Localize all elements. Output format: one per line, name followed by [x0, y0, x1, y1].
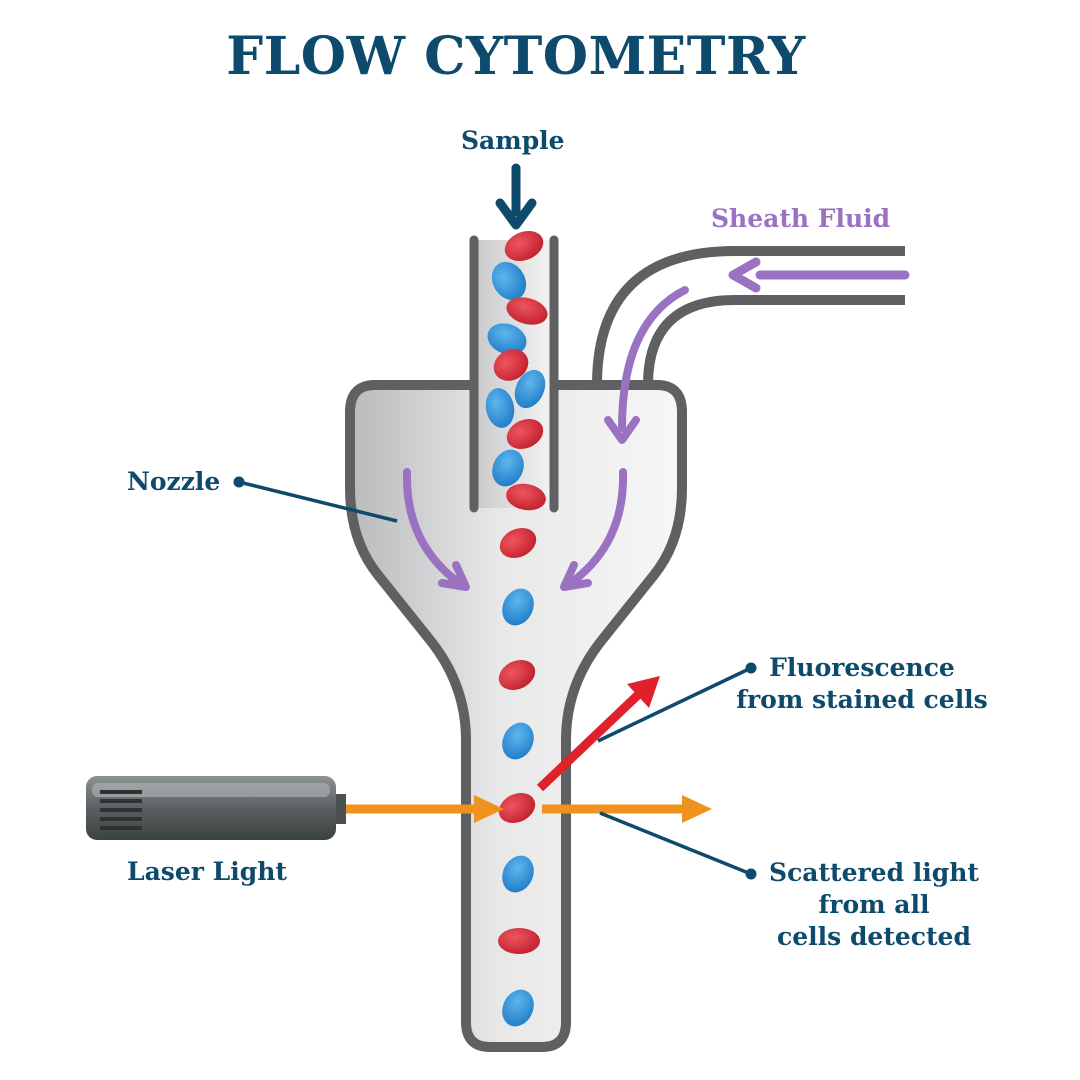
cell-icon	[498, 792, 536, 824]
cell-icon	[506, 297, 548, 325]
laser-device-icon	[86, 776, 346, 840]
scattered-label-line: from all	[818, 890, 930, 919]
cell-icon	[502, 855, 534, 893]
leader-lines	[238, 480, 752, 876]
leader-dots	[233, 476, 757, 880]
scattered-label-line: cells detected	[777, 922, 971, 951]
down-arrow-icon	[495, 163, 537, 230]
cell-icon	[504, 231, 544, 261]
cell-icon	[492, 449, 524, 487]
sheath-inlet-pipe	[592, 246, 905, 386]
diagram-title: FLOW CYTOMETRY	[226, 26, 806, 87]
cell-icon	[487, 323, 527, 355]
sheath-flow-arrows	[402, 257, 910, 591]
cell-icon	[498, 928, 540, 954]
scattered-label-line: Scattered light	[769, 858, 979, 887]
fluorescence-label: Fluorescence from stained cells	[728, 652, 996, 716]
sheath-fluid-label: Sheath Fluid	[711, 204, 891, 233]
cell-icon	[499, 527, 537, 559]
cell-icon	[502, 989, 534, 1027]
laser-light-label: Laser Light	[127, 857, 287, 886]
cell-icon	[502, 722, 534, 760]
channel-cells	[498, 527, 540, 1027]
cell-icon	[491, 261, 527, 301]
scattered-light-label: Scattered light from all cells detected	[760, 857, 988, 953]
cell-icon	[514, 369, 546, 409]
cell-icon	[485, 388, 515, 428]
cell-icon	[506, 418, 544, 450]
fluorescence-label-line: Fluorescence	[769, 653, 955, 682]
cell-icon	[498, 659, 536, 691]
cell-icon	[493, 349, 529, 381]
laser-beam	[346, 795, 712, 823]
fluorescence-label-line: from stained cells	[736, 685, 988, 714]
sample-label: Sample	[461, 126, 565, 155]
nozzle-label: Nozzle	[127, 467, 221, 496]
sample-cells	[485, 231, 548, 511]
cell-icon	[502, 588, 534, 626]
cell-icon	[506, 483, 546, 511]
fluorescence-arrow	[536, 676, 660, 792]
